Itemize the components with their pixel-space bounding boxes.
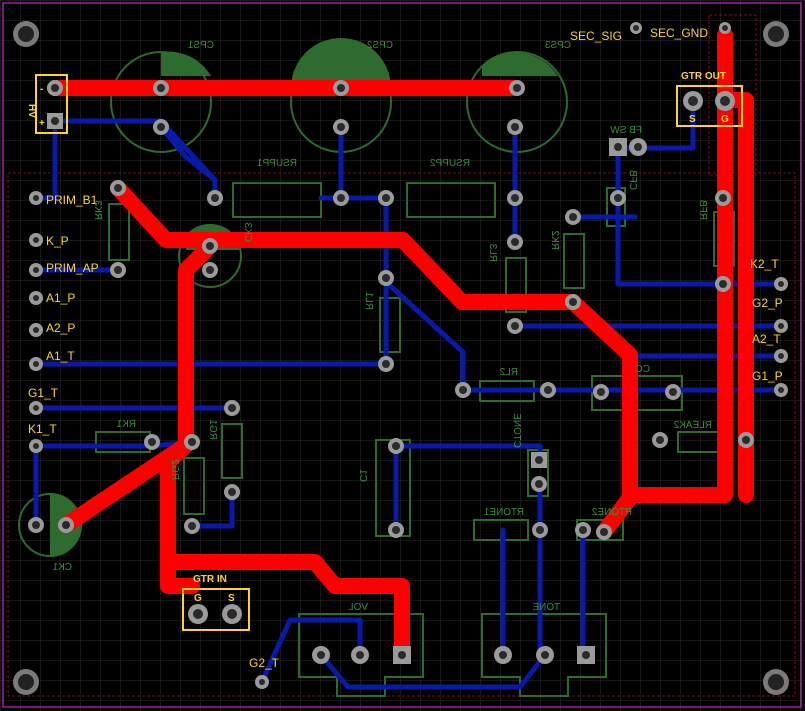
edge-pads-right <box>255 277 788 689</box>
net-label-prim-ap: PRIM_AP <box>46 261 99 275</box>
net-label-g1-p: G1_P <box>752 369 783 383</box>
hv-plus-label: + <box>39 118 45 129</box>
edge-pads-left <box>29 191 43 453</box>
gtr-in-s-label: S <box>228 593 235 604</box>
designator-vol: VOL <box>348 602 368 613</box>
designator-rl1: RL1 <box>363 291 374 310</box>
designator-rl2: RL2 <box>499 367 518 378</box>
designator-rk3: RK3 <box>92 200 103 220</box>
net-label-a2-t: A2_T <box>752 332 781 346</box>
gtr-in-g-label: G <box>194 593 202 604</box>
net-label-a1-p: A1_P <box>46 291 75 305</box>
net-label-k-p: K_P <box>46 234 69 248</box>
net-label-k1-t: K1_T <box>28 422 57 436</box>
net-label-k2-t: K2_T <box>750 257 779 271</box>
tone-outline <box>481 613 607 697</box>
vol-outline <box>298 613 424 697</box>
designator-ctone: CTONE <box>511 413 522 448</box>
rl1-outline <box>379 297 401 353</box>
cps3-fill <box>482 52 558 76</box>
rsupp2-outline <box>406 182 496 218</box>
hv-minus-label: - <box>40 84 43 95</box>
cps2-fill <box>291 38 391 88</box>
net-label-sec-sig: SEC_SIG <box>570 29 622 43</box>
net-label-g1-t: G1_T <box>28 386 59 400</box>
rl3-outline <box>505 257 527 313</box>
rg2-outline <box>183 457 205 515</box>
designator-rleak2: RLEAK2 <box>673 420 712 431</box>
pad-group <box>28 22 754 664</box>
designator-rtone2: RTONE2 <box>591 507 632 518</box>
net-label-a1-t: A1_T <box>46 349 75 363</box>
connector-gtr-in: GTR IN G S <box>182 574 250 631</box>
designator-cps2: CPS2 <box>366 40 393 51</box>
rk2-outline <box>563 233 585 289</box>
net-label-prim-b1: PRIM_B1 <box>46 193 98 207</box>
gtr-out-s-label: S <box>689 114 696 125</box>
connector-hv: HV - + <box>26 74 68 134</box>
rk3-outline <box>108 203 130 261</box>
designator-rk1: RK1 <box>116 419 136 430</box>
net-label-g2-t: G2_T <box>249 656 280 670</box>
designator-rfb: RFB <box>697 200 708 220</box>
designator-cps1: CPS1 <box>187 40 214 51</box>
designator-cc: CC <box>636 364 650 375</box>
designator-ck1: CK1 <box>52 562 72 573</box>
gtr-out-label: GTR OUT <box>681 71 726 82</box>
designator-ck3: CK3 <box>242 222 253 242</box>
connector-gtr-out: GTR OUT S G <box>676 71 743 127</box>
designator-rg2: RG2 <box>169 459 180 480</box>
gtr-in-label: GTR IN <box>193 574 227 585</box>
mounting-holes <box>13 21 789 695</box>
net-label-sec-gnd: SEC_GND <box>650 26 708 40</box>
net-labels: SEC_SIG SEC_GND PRIM_B1 K_P PRIM_AP A1_P… <box>28 26 783 670</box>
component-designators: CPS1 CPS2 CPS3 RSUPP1 RSUPP2 FB SW CFB R… <box>52 40 712 613</box>
designator-rtone1: RTONE1 <box>483 507 524 518</box>
designator-fb-sw: FB SW <box>610 125 642 136</box>
designator-cfb: CFB <box>627 170 638 190</box>
net-label-g2-p: G2_P <box>752 296 783 310</box>
designator-rl3: RL3 <box>487 243 498 262</box>
net-label-a2-p: A2_P <box>46 321 75 335</box>
gtr-out-g-label: G <box>721 114 729 125</box>
hv-label: HV <box>26 104 37 118</box>
designator-rsupp1: RSUPP1 <box>257 158 297 169</box>
designator-rg1: RG1 <box>207 419 218 440</box>
rg1-outline <box>221 423 243 479</box>
designator-cps3: CPS3 <box>544 40 571 51</box>
designator-rsupp2: RSUPP2 <box>430 158 470 169</box>
pads <box>28 22 788 689</box>
designator-rk2: RK2 <box>549 230 560 250</box>
designator-c1: C1 <box>357 469 368 482</box>
cps1-fill <box>161 51 211 76</box>
designator-tone: TONE <box>532 602 560 613</box>
